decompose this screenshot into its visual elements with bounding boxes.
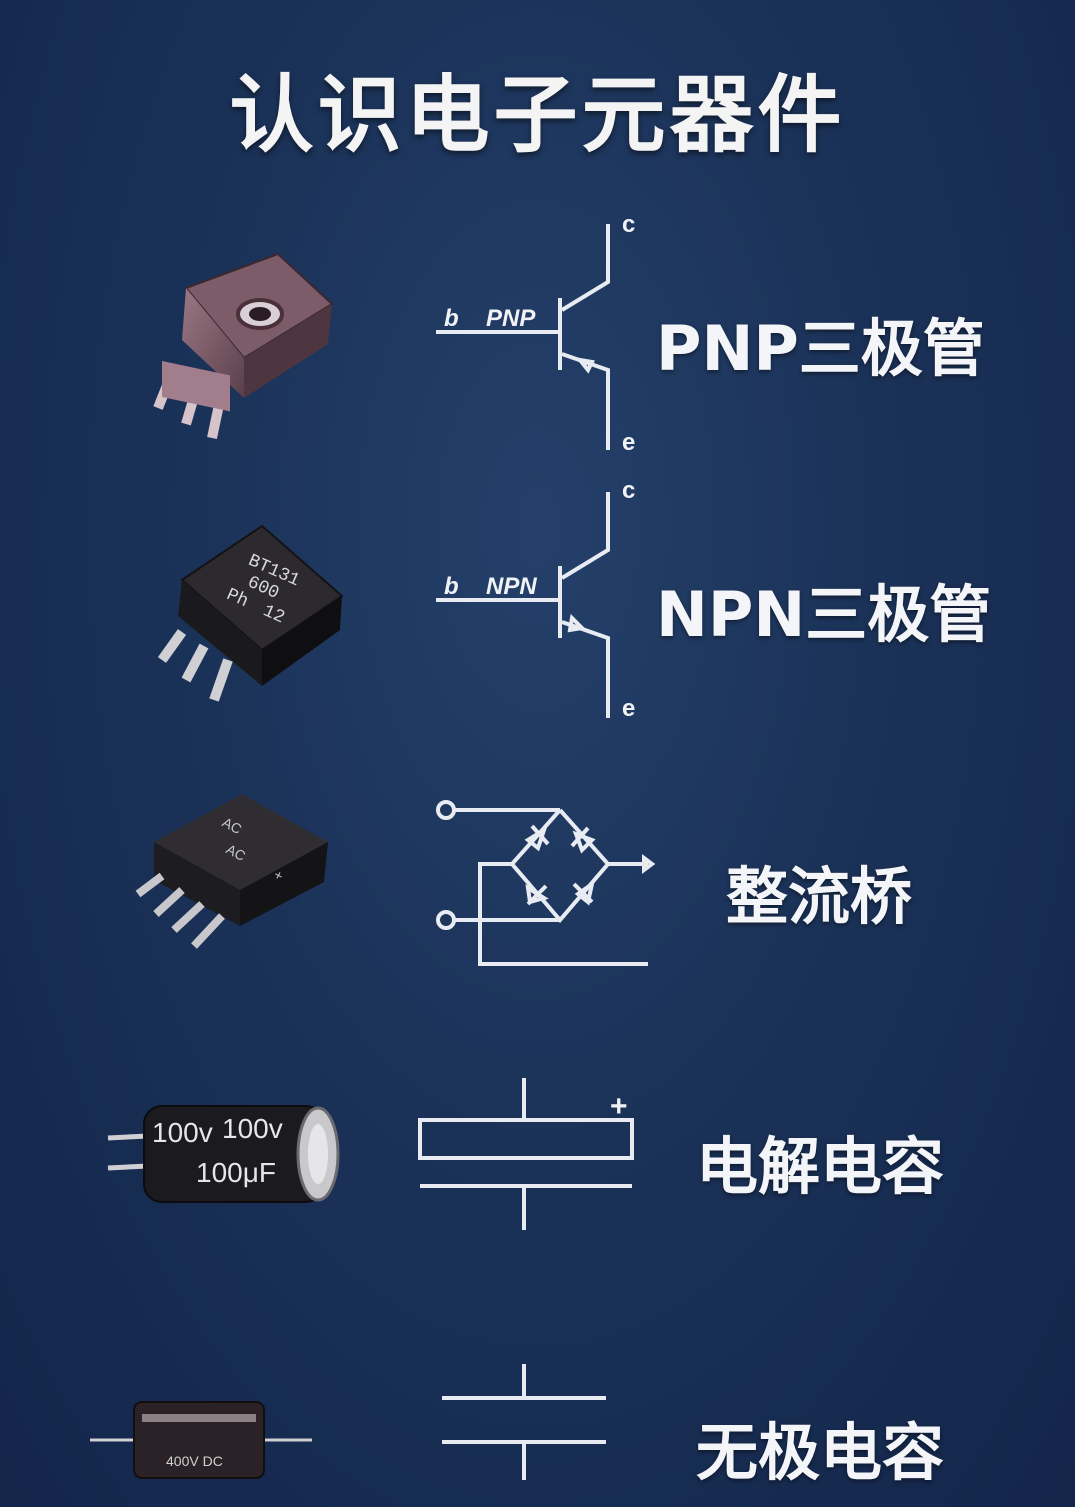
nonpolar-capacitor-photo: 400V DC (90, 1401, 312, 1479)
nonpolar-capacitor-label: 无极电容 (696, 1416, 945, 1489)
pnp-transistor-label: PNP三极管 (656, 312, 985, 385)
capacitor-marking-voltage1: 100v (152, 1117, 213, 1148)
pnp-transistor-symbol: b PNP c e (436, 211, 635, 456)
npn-transistor-label: NPN三极管 (656, 578, 992, 651)
pnp-collector-label: c (622, 211, 635, 238)
pnp-base-label: b (444, 305, 459, 332)
capacitor-polarity-plus: + (610, 1090, 628, 1123)
page-title: 认识电子元器件 (229, 66, 846, 164)
npn-type-label: NPN (486, 573, 537, 600)
npn-base-label: b (444, 573, 459, 600)
bridge-rectifier-label: 整流桥 (726, 860, 913, 933)
pnp-type-label: PNP (486, 305, 536, 332)
pnp-emitter-label: e (622, 429, 635, 456)
npn-collector-label: c (622, 477, 635, 504)
electrolytic-capacitor-label: 电解电容 (696, 1130, 945, 1203)
capacitor-marking-capacitance: 100μF (196, 1157, 276, 1188)
electrolytic-capacitor-symbol: + (418, 1078, 634, 1230)
npn-transistor-symbol: b NPN c e (436, 477, 635, 722)
pnp-transistor-photo (153, 252, 334, 440)
npn-emitter-label: e (622, 695, 635, 722)
electrolytic-capacitor-photo: 100v 100v 100μF (107, 1105, 340, 1203)
bridge-rectifier-photo: AC AC + (135, 794, 328, 949)
nonpolar-capacitor-marking: 400V DC (166, 1453, 223, 1469)
capacitor-marking-voltage2: 100v (222, 1113, 283, 1144)
bridge-rectifier-symbol (436, 800, 656, 966)
nonpolar-capacitor-symbol (442, 1364, 606, 1480)
npn-transistor-photo: BT131 600 Ph 12 (157, 524, 344, 702)
